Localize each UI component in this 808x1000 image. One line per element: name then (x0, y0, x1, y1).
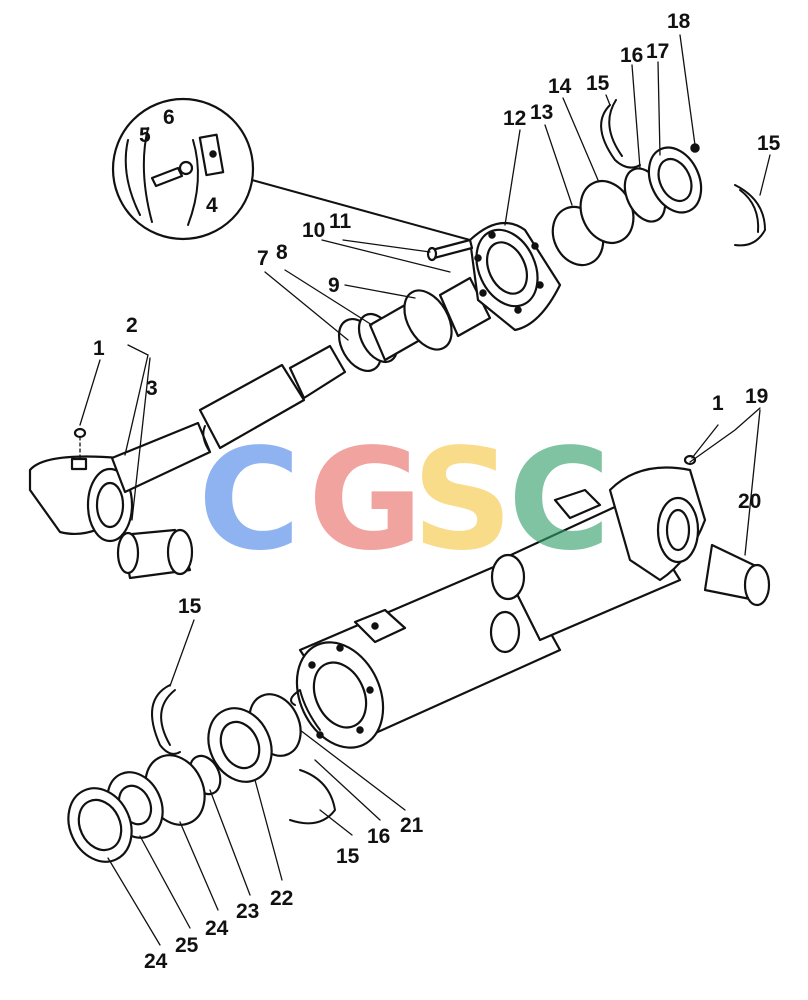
callout-1-lower: 1 (712, 392, 724, 415)
callout-22: 22 (270, 887, 293, 910)
callout-15-c: 15 (178, 595, 202, 618)
bushing-3 (116, 528, 194, 580)
watermark-letter-4: C (508, 419, 611, 582)
callout-6: 6 (163, 106, 175, 129)
detail-inset (111, 97, 471, 241)
callout-8: 8 (276, 241, 288, 264)
watermark: C G S C (198, 419, 611, 582)
callout-11: 11 (329, 210, 352, 233)
callout-25: 25 (175, 934, 199, 957)
callout-23: 23 (236, 900, 259, 923)
callout-16-a: 16 (620, 44, 643, 67)
callout-21: 21 (400, 814, 424, 837)
callout-14: 14 (548, 75, 572, 98)
callout-1-upper: 1 (93, 337, 105, 360)
callout-10: 10 (302, 219, 325, 242)
callout-4: 4 (206, 194, 218, 217)
callout-15-b: 15 (757, 132, 781, 155)
callout-19: 19 (745, 385, 768, 408)
callout-13: 13 (530, 101, 553, 124)
watermark-letter-3: S (412, 419, 513, 582)
watermark-letter-1: C (198, 419, 301, 582)
callout-5: 5 (139, 124, 151, 147)
callout-7: 7 (257, 247, 269, 270)
upper-cylinder-assembly (28, 97, 766, 580)
callout-numbers: 1 2 3 4 5 6 7 8 9 10 11 12 13 14 15 16 1… (93, 10, 781, 973)
callout-17: 17 (646, 40, 669, 63)
callout-9: 9 (328, 274, 340, 297)
gland-flange (468, 221, 562, 332)
callout-20: 20 (738, 490, 761, 513)
callout-15-a: 15 (586, 72, 610, 95)
callout-2: 2 (126, 314, 138, 337)
callout-24-b: 24 (144, 950, 168, 973)
watermark-letter-2: G (308, 419, 423, 582)
callout-12: 12 (503, 107, 526, 130)
callout-18: 18 (667, 10, 691, 33)
callout-3: 3 (146, 377, 158, 400)
rod-eye (28, 427, 134, 543)
callout-15-d: 15 (336, 845, 360, 868)
lower-cylinder-assembly (67, 454, 771, 863)
callout-16-b: 16 (367, 825, 390, 848)
callout-24-a: 24 (205, 917, 229, 940)
leader-lines (79, 34, 771, 946)
